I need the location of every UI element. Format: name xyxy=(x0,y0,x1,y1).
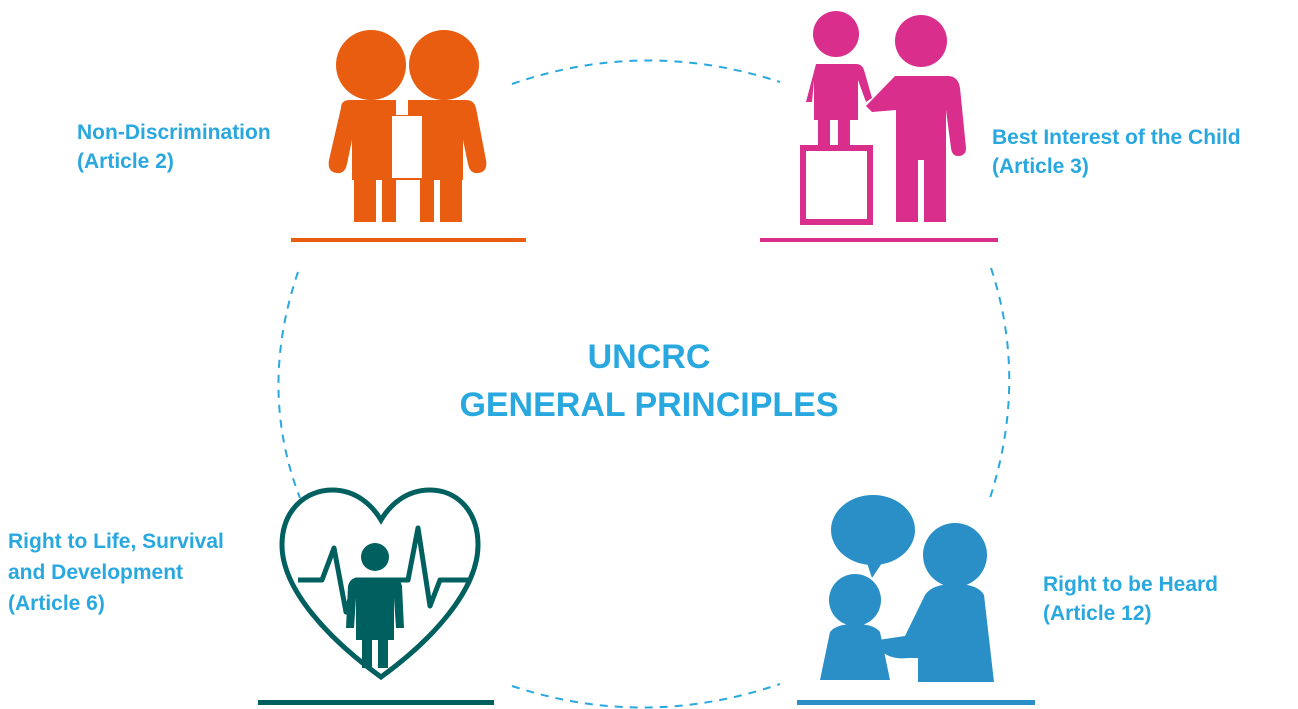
principle-name-line-2: and Development xyxy=(8,561,184,584)
label-non-discrimination: Non-Discrimination (Article 2) xyxy=(77,118,271,176)
principle-article: (Article 2) xyxy=(77,150,174,173)
label-right-to-be-heard: Right to be Heard (Article 12) xyxy=(1043,570,1218,628)
title-line-1: UNCRC xyxy=(587,338,711,376)
principle-name-line-1: Right to Life, Survival xyxy=(8,530,224,553)
dashed-arc-top xyxy=(511,59,781,85)
two-children-icon xyxy=(328,30,487,222)
heart-child-icon xyxy=(279,487,481,681)
label-best-interest: Best Interest of the Child (Article 3) xyxy=(992,123,1241,181)
principle-name: Right to be Heard xyxy=(1043,573,1219,596)
underline-non-discrimination xyxy=(291,238,526,242)
principle-name: Best Interest of the Child xyxy=(992,126,1241,149)
dashed-arc-bottom xyxy=(511,683,781,709)
principle-article: (Article 12) xyxy=(1043,602,1152,625)
underline-right-to-be-heard xyxy=(797,700,1035,705)
label-right-to-life: Right to Life, Survival and Development … xyxy=(8,526,224,619)
principle-article: (Article 3) xyxy=(992,155,1089,178)
dashed-arc-right xyxy=(989,267,1011,499)
principle-name: Non-Discrimination xyxy=(77,121,271,144)
title-line-2: GENERAL PRINCIPLES xyxy=(459,386,839,424)
child-with-adult-icon xyxy=(800,11,966,225)
center-title: UNCRC GENERAL PRINCIPLES xyxy=(443,333,855,429)
underline-best-interest xyxy=(760,238,998,242)
dashed-arc-left xyxy=(277,271,301,499)
principle-article: (Article 6) xyxy=(8,592,105,615)
speaking-adult-child-icon xyxy=(820,495,994,682)
underline-right-to-life xyxy=(258,700,494,705)
